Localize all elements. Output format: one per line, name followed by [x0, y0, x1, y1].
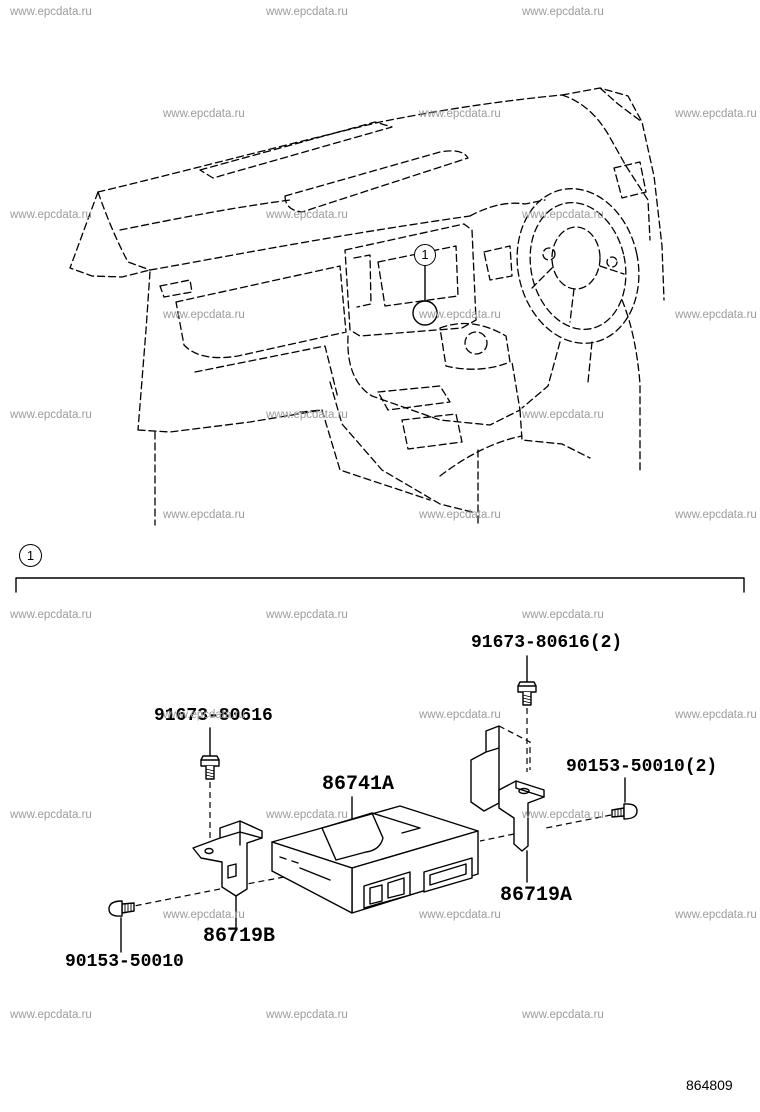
- bolt-thread-hatch: [522, 694, 532, 704]
- shift-knob: [464, 331, 488, 355]
- connector-left-detail: [369, 877, 405, 905]
- dash-crease: [119, 199, 291, 231]
- glove-box: [175, 265, 347, 359]
- unit-top-ridge: [371, 812, 421, 834]
- door-line: [621, 299, 641, 471]
- dashboard-overview: [69, 87, 665, 526]
- lower-center-panel: [299, 409, 431, 501]
- cup-holder: [377, 385, 451, 411]
- bracket-left-slot: [227, 863, 237, 879]
- bracket-left-hole: [204, 847, 214, 855]
- part-label-bolt-upper-left[interactable]: 91673-80616: [154, 706, 273, 726]
- right-dash-end: [625, 165, 651, 241]
- bracket-left: [192, 820, 263, 929]
- bracket-right: [470, 725, 545, 883]
- part-label-screw-left[interactable]: 90153-50010: [65, 952, 184, 972]
- console-right: [519, 409, 591, 459]
- upper-dash-cover: [284, 150, 469, 213]
- steering-column: [521, 341, 593, 409]
- part-label-screw-right[interactable]: 90153-50010(2): [566, 757, 718, 777]
- bolt-thread-hatch: [205, 768, 215, 778]
- alignment-lines: [133, 708, 612, 907]
- steering-button-left: [542, 247, 556, 261]
- unit-top-label-plate: [321, 812, 384, 861]
- part-label-bracket-left[interactable]: 86719B: [203, 925, 276, 948]
- figure-number: 864809: [686, 1077, 733, 1093]
- screw-thread-hatch: [614, 808, 622, 817]
- alignment-line-screws: [133, 814, 612, 907]
- knee-panel: [194, 345, 339, 399]
- screw-right: [611, 777, 638, 820]
- a-pillar-inner: [561, 94, 627, 167]
- a-pillar-outer: [561, 87, 665, 301]
- center-stack: [344, 223, 477, 337]
- dash-left-end: [69, 191, 151, 278]
- part-label-bolt-upper-right[interactable]: 91673-80616(2): [471, 633, 623, 653]
- unit-location-marker: [412, 300, 438, 326]
- overview-callout-1[interactable]: 1: [414, 244, 436, 266]
- bracket-right-hole: [518, 787, 530, 795]
- meter-hood: [469, 199, 546, 217]
- connector-right-detail: [429, 863, 467, 886]
- center-vent-left: [353, 254, 372, 308]
- combination-switch: [483, 245, 513, 281]
- dash-left-side: [97, 191, 151, 271]
- unit-side-marks: [279, 856, 331, 881]
- steering-button-right: [606, 256, 618, 268]
- bolt-head-icon: [200, 755, 220, 767]
- dash-front-edge: [149, 215, 471, 271]
- bolt-head-icon: [517, 681, 537, 693]
- unit-box: [271, 796, 479, 914]
- floor-line: [439, 435, 523, 477]
- bracket-right-arm: [498, 780, 545, 852]
- bolt-upper-right: [517, 655, 537, 706]
- dash-top-edge: [97, 94, 563, 193]
- left-vent: [159, 279, 193, 298]
- screw-left: [108, 900, 135, 953]
- part-label-unit[interactable]: 86741A: [322, 773, 395, 796]
- screw-thread-hatch: [124, 903, 132, 912]
- steering-wheel-rim: [516, 188, 640, 344]
- screw-head-icon: [623, 803, 638, 820]
- screw-head-icon: [108, 900, 123, 917]
- bracket-left-bend: [219, 820, 263, 846]
- window-line: [599, 87, 643, 123]
- connector-left-icon: [363, 871, 411, 909]
- part-label-bracket-right[interactable]: 86719A: [500, 884, 573, 907]
- console-upper: [347, 335, 521, 426]
- console-lower: [329, 381, 473, 513]
- steering-spokes: [531, 265, 625, 323]
- bracket-right-vertical-plate: [470, 725, 500, 812]
- console-bin: [401, 413, 463, 450]
- steering-wheel-inner: [529, 201, 627, 331]
- shifter-bezel: [439, 322, 511, 370]
- defroster-vent: [199, 121, 393, 179]
- left-lower-bottom: [137, 409, 323, 433]
- bolt-upper-left: [200, 727, 220, 780]
- right-vent: [613, 161, 647, 199]
- bracket-right-bend: [485, 747, 500, 753]
- bracket-left-body: [192, 820, 263, 897]
- alignment-line-bracket-tab: [498, 725, 531, 770]
- left-lower-side: [137, 271, 151, 431]
- section-callout-1[interactable]: 1: [19, 544, 42, 567]
- section-bracket-line: [15, 577, 745, 593]
- steering-hub: [551, 226, 601, 290]
- bracket-right-flange-edge: [515, 780, 545, 798]
- unit-side-face: [271, 841, 353, 914]
